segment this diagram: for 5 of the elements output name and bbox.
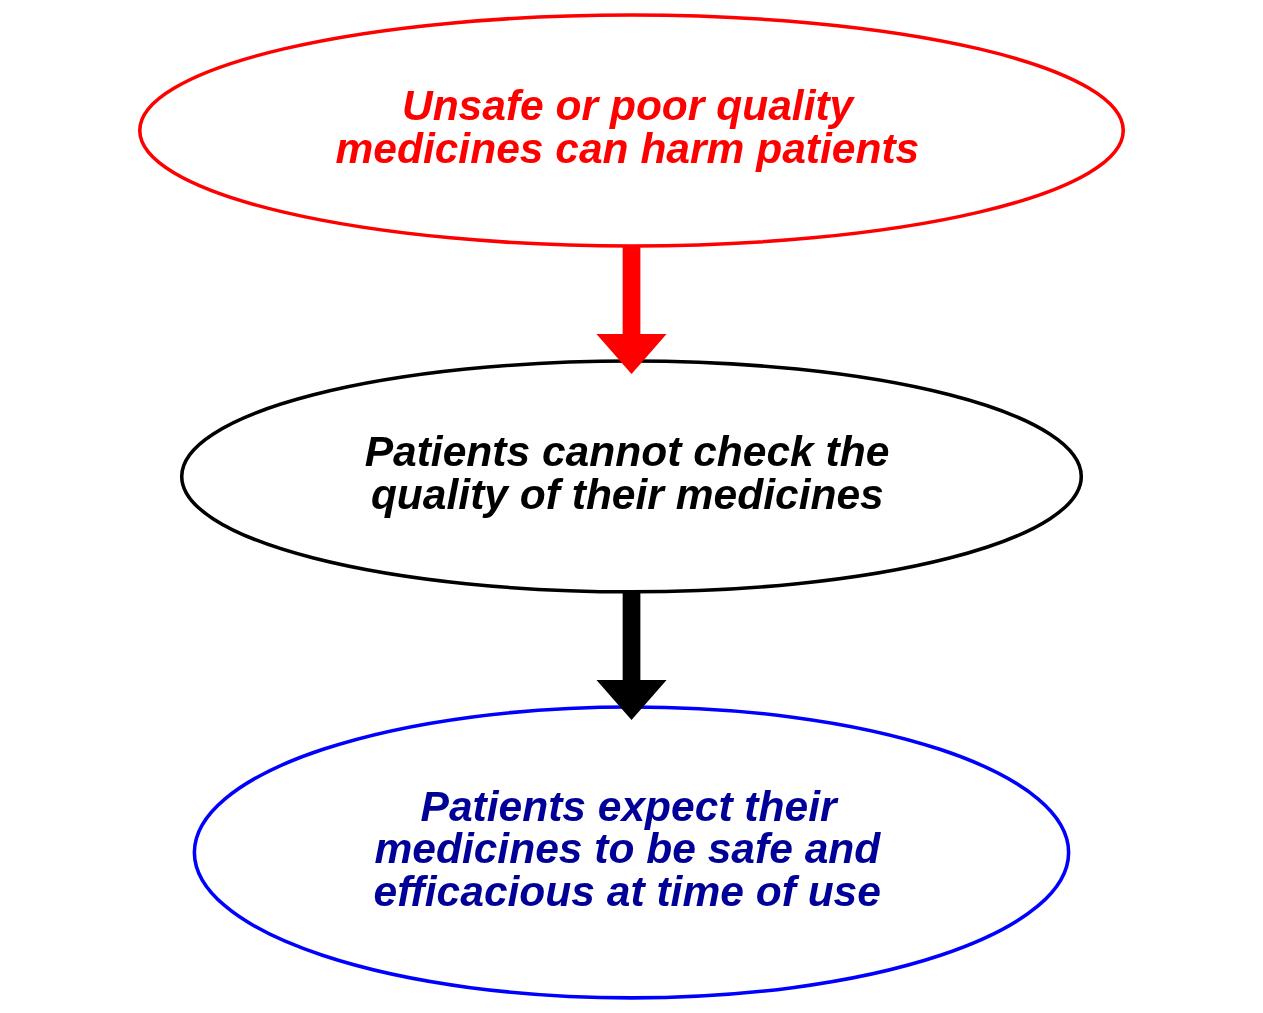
node-ellipse: Patients cannot check the quality of their medicines [179,359,1084,594]
node-ellipse: Unsafe or poor quality medicines can harm patients [138,13,1126,248]
node-ellipse: Patients expect their medicines to be safe and efficacious at time of use [192,705,1071,1000]
arrow [596,246,667,375]
arrow [596,591,667,721]
